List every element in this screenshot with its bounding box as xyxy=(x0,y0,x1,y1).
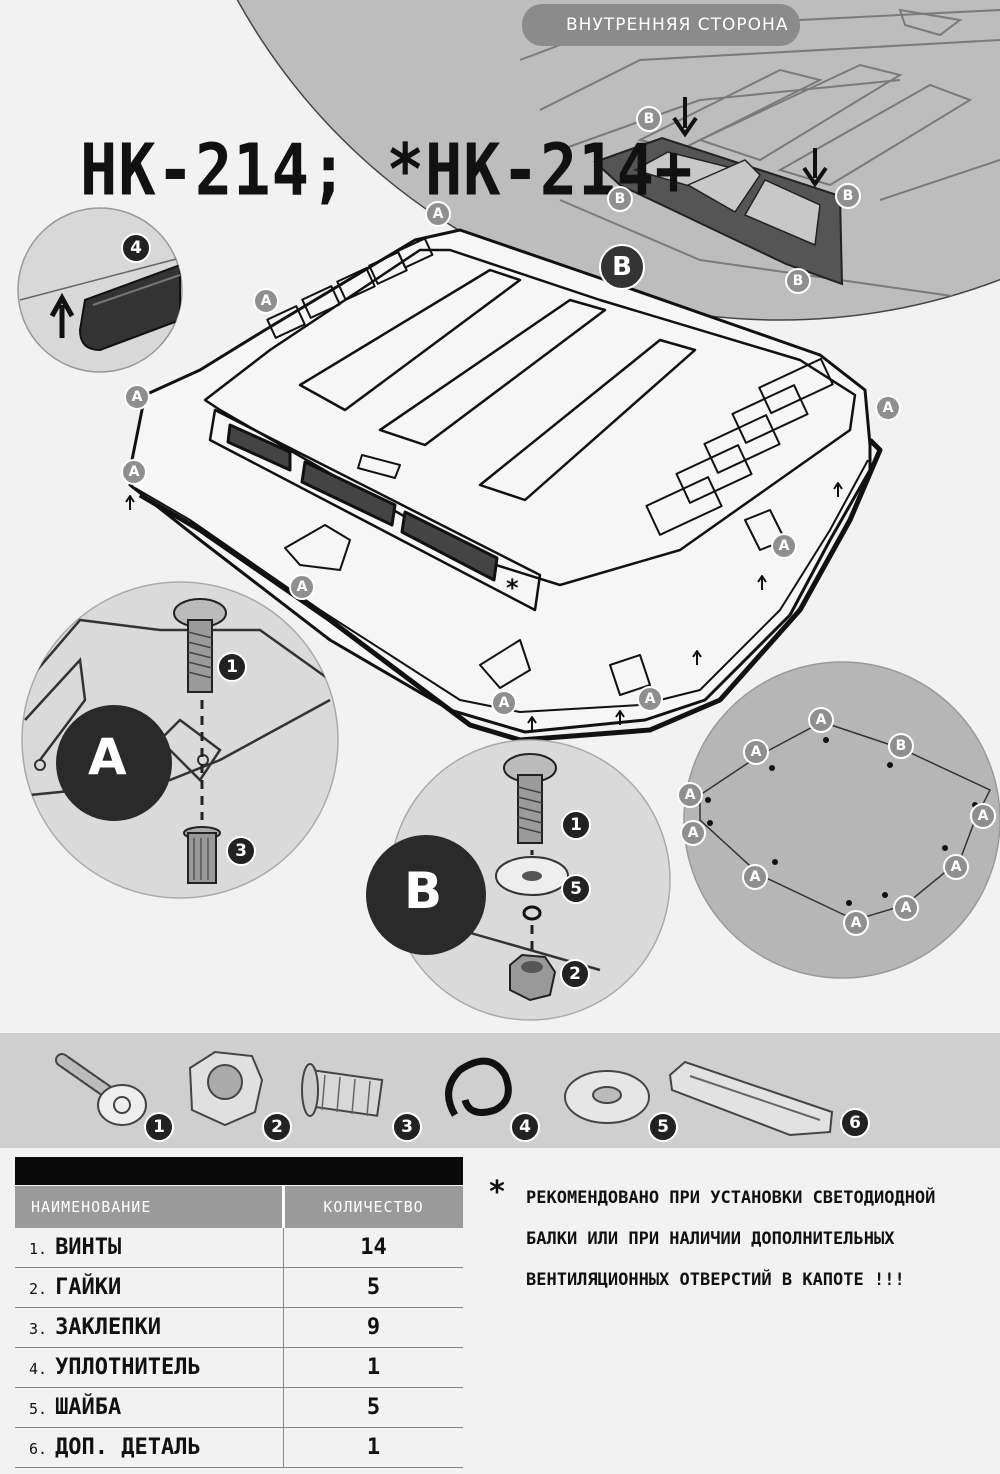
row-name: ДОП. ДЕТАЛЬ xyxy=(55,1435,201,1460)
table-row: 5. ШАЙБА 5 xyxy=(15,1387,463,1428)
marker-a: A xyxy=(425,201,451,227)
marker-a: A xyxy=(843,910,869,936)
table-row: 1. ВИНТЫ 14 xyxy=(15,1228,463,1268)
marker-a: A xyxy=(680,820,706,846)
marker-b: B xyxy=(607,186,633,212)
row-number: 2. xyxy=(29,1280,48,1298)
callout-seal: 4 xyxy=(121,233,151,263)
table-top-bar xyxy=(15,1157,463,1185)
washer-icon xyxy=(495,856,569,896)
note-star: * xyxy=(488,1175,507,1210)
marker-a: A xyxy=(875,395,901,421)
marker-a: A xyxy=(121,459,147,485)
marker-a: A xyxy=(771,533,797,559)
parts-strip-icons xyxy=(55,1050,834,1137)
marker-a: A xyxy=(808,707,834,733)
marker-a: A xyxy=(970,803,996,829)
marker-a: A xyxy=(893,895,919,921)
marker-b: B xyxy=(599,244,645,290)
note-text: РЕКОМЕНДОВАНО ПРИ УСТАНОВКИ СВЕТОДИОДНОЙ… xyxy=(526,1188,936,1290)
inner-side-text: ВНУТРЕННЯЯ СТОРОНА xyxy=(566,15,789,35)
row-number: 4. xyxy=(29,1360,48,1378)
table-row: 6. ДОП. ДЕТАЛЬ 1 xyxy=(15,1427,463,1468)
table-row: 2. ГАЙКИ 5 xyxy=(15,1267,463,1308)
marker-a: A xyxy=(637,686,663,712)
screw-icon xyxy=(173,598,227,693)
row-qty: 5 xyxy=(283,1267,463,1308)
row-name: ГАЙКИ xyxy=(55,1275,122,1300)
row-qty: 14 xyxy=(283,1228,463,1268)
detail-a-label: A xyxy=(88,728,127,786)
marker-b: B xyxy=(835,183,861,209)
inner-side-view xyxy=(236,0,1000,321)
marker-a: A xyxy=(124,384,150,410)
row-name: ВИНТЫ xyxy=(55,1235,122,1260)
bracket-icon xyxy=(668,1060,834,1137)
marker-a: A xyxy=(943,854,969,880)
washer-icon xyxy=(564,1070,650,1124)
row-number: 1. xyxy=(29,1240,48,1258)
seal-detail xyxy=(17,207,183,373)
row-name: ЗАКЛЕПКИ xyxy=(55,1315,162,1340)
screw-icon xyxy=(55,1053,147,1126)
marker-a: A xyxy=(289,574,315,600)
marker-b: B xyxy=(785,268,811,294)
part-number: 6 xyxy=(840,1108,870,1138)
hood-drawing xyxy=(125,228,883,743)
seal-icon xyxy=(445,1057,512,1117)
marker-a: A xyxy=(677,782,703,808)
inner-side-label: ВНУТРЕННЯЯ СТОРОНА xyxy=(522,4,801,46)
row-name: УПЛОТНИТЕЛЬ xyxy=(55,1355,201,1380)
hole-map xyxy=(683,661,1000,979)
row-number: 6. xyxy=(29,1440,48,1458)
part-number: 1 xyxy=(144,1112,174,1142)
row-qty: 1 xyxy=(283,1427,463,1468)
marker-a: A xyxy=(253,288,279,314)
callout-screw: 1 xyxy=(561,810,591,840)
part-number: 5 xyxy=(648,1112,678,1142)
part-number: 4 xyxy=(510,1112,540,1142)
row-name: ШАЙБА xyxy=(55,1395,122,1420)
page-title: НК-214; *НК-214+ xyxy=(80,128,694,212)
callout-washer: 5 xyxy=(561,874,591,904)
note: * РЕКОМЕНДОВАНО ПРИ УСТАНОВКИ СВЕТОДИОДН… xyxy=(488,1175,970,1301)
marker-a: A xyxy=(742,864,768,890)
col-qty-header: КОЛИЧЕСТВО xyxy=(282,1186,463,1228)
callout-screw: 1 xyxy=(217,652,247,682)
marker-b: B xyxy=(636,106,662,132)
table-row: 4. УПЛОТНИТЕЛЬ 1 xyxy=(15,1347,463,1388)
col-name-header: НАИМЕНОВАНИЕ xyxy=(15,1186,284,1228)
table-row: 3. ЗАКЛЕПКИ 9 xyxy=(15,1307,463,1348)
part-number: 2 xyxy=(262,1112,292,1142)
parts-table: НАИМЕНОВАНИЕ КОЛИЧЕСТВО 1. ВИНТЫ 14 2. ГАЙ… xyxy=(15,1186,463,1468)
marker-b: B xyxy=(888,733,914,759)
row-qty: 5 xyxy=(283,1387,463,1428)
row-qty: 1 xyxy=(283,1347,463,1388)
part-number: 3 xyxy=(392,1112,422,1142)
rivet-icon xyxy=(183,826,221,884)
callout-nut: 2 xyxy=(560,959,590,989)
star-marker: * xyxy=(506,574,519,602)
screw-icon xyxy=(503,753,557,844)
detail-b xyxy=(366,739,671,1021)
nut-icon xyxy=(509,953,557,1002)
marker-a: A xyxy=(743,739,769,765)
marker-a: A xyxy=(491,690,517,716)
row-number: 3. xyxy=(29,1320,48,1338)
nut-icon xyxy=(188,1050,264,1127)
rivet-icon xyxy=(301,1063,384,1117)
row-qty: 9 xyxy=(283,1307,463,1348)
detail-a xyxy=(21,581,339,899)
row-number: 5. xyxy=(29,1400,48,1418)
detail-b-label: B xyxy=(404,862,443,920)
callout-rivet: 3 xyxy=(226,836,256,866)
